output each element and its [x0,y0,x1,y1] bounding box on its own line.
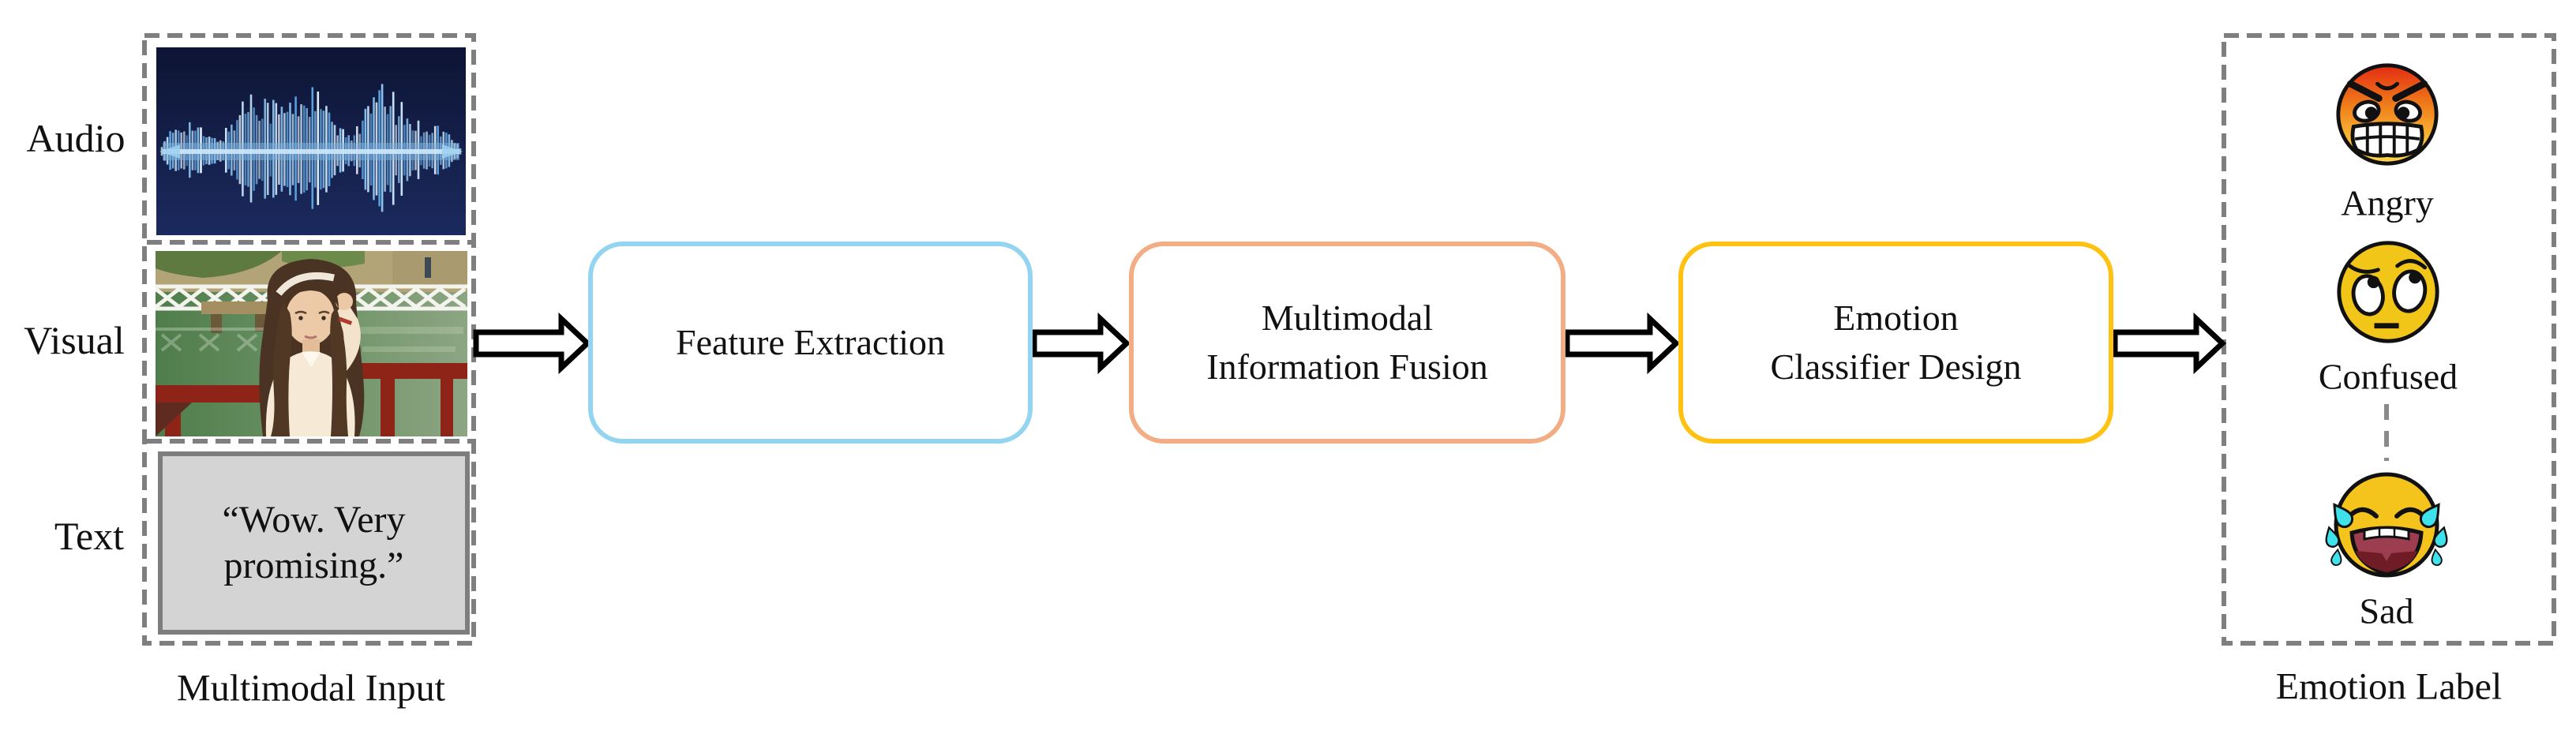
flow-arrow-fusion-to-classifier [1564,312,1681,375]
flow-arrow-input-to-feature [473,312,592,375]
text-quote-box: “Wow. Very promising.” [158,451,470,635]
crying-face-emoji-icon [2325,472,2448,578]
emotion-label-angry: Angry [2341,182,2434,223]
output-panel-caption: Emotion Label [2275,665,2503,708]
modality-label-visual: Visual [24,318,125,362]
modality-label-text: Text [54,514,125,558]
node-feature-extraction: Feature Extraction [588,242,1033,444]
angry-face-emoji-icon [2336,63,2439,166]
flow-arrow-feature-to-fusion [1031,312,1131,375]
eye-roll-face-emoji-icon [2337,241,2439,343]
input-panel-caption: Multimodal Input [177,667,445,710]
node-label: Feature Extraction [675,322,946,362]
text-quote: “Wow. Very promising.” [222,499,406,586]
portrait-photo-image [156,251,467,436]
audio-waveform-image [156,47,466,235]
emotion-label-dashed-box [2222,33,2556,646]
node-emotion-classifier-design: Emotion Classifier Design [1678,242,2113,444]
emotion-label-confused: Confused [2318,356,2458,397]
modality-label-audio: Audio [26,116,126,160]
node-multimodal-information-fusion: Multimodal Information Fusion [1129,242,1565,444]
node-label: Multimodal Information Fusion [1206,298,1488,387]
woman-figure [259,259,365,436]
flow-arrow-classifier-to-output [2112,312,2227,375]
emotion-label-sad: Sad [2359,590,2414,631]
node-label: Emotion Classifier Design [1770,298,2022,387]
